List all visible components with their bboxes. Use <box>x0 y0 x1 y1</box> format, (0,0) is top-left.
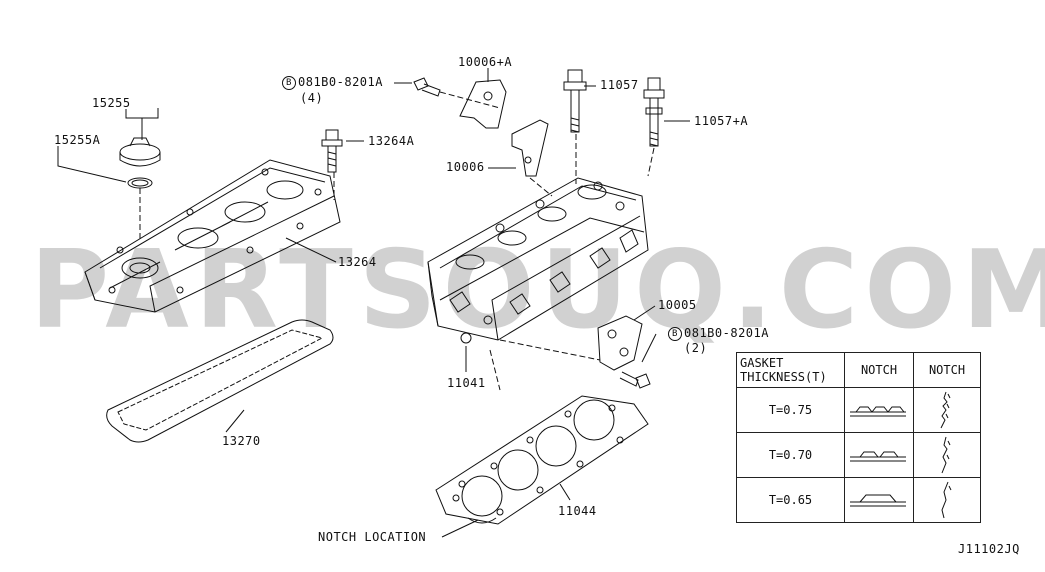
engine-bracket <box>597 315 643 371</box>
bolt-qty-top: (4) <box>300 91 324 105</box>
leader-lines <box>57 68 690 538</box>
notch-profile-1-icon <box>850 494 906 507</box>
head-gasket <box>435 395 649 525</box>
notch-side-2-icon <box>941 436 951 474</box>
notch-profile-cell <box>844 477 914 523</box>
lifting-bracket-rear <box>459 79 507 129</box>
cover-stud <box>321 129 343 173</box>
header-notch-1: NOTCH <box>844 352 914 388</box>
table-row: T=0.70 <box>736 432 981 478</box>
notch-profile-cell <box>844 387 914 433</box>
oil-filler-cap <box>119 137 161 189</box>
gasket-thickness-table: GASKET THICKNESS(T) NOTCH NOTCH T=0.75 <box>736 352 981 523</box>
notch-location-label: NOTCH LOCATION <box>318 530 427 544</box>
table-header-row: GASKET THICKNESS(T) NOTCH NOTCH <box>736 352 981 388</box>
header-thickness: GASKET THICKNESS(T) <box>736 352 845 388</box>
part-label-11057[interactable]: 11057 <box>600 78 639 92</box>
notch-side-cell <box>913 387 981 433</box>
cylinder-head <box>427 177 649 344</box>
bracket-bolt-lower <box>619 371 651 389</box>
bolt-qty-right: (2) <box>684 341 708 355</box>
head-bolt-long <box>643 77 665 147</box>
notch-side-cell <box>913 477 981 523</box>
head-bolt <box>563 69 587 133</box>
bolt-number: 081B0-8201A <box>684 326 769 340</box>
lifting-bracket <box>511 119 549 177</box>
part-label-11057a[interactable]: 11057+A <box>694 114 749 128</box>
table-row: T=0.75 <box>736 387 981 433</box>
thickness-cell: T=0.65 <box>736 477 845 523</box>
part-label-13264a[interactable]: 13264A <box>368 134 415 148</box>
b-symbol-icon: B <box>668 327 682 341</box>
header-line-1: GASKET <box>740 356 784 370</box>
rocker-cover <box>84 159 341 313</box>
notch-side-3-icon <box>940 391 951 429</box>
thickness-cell: T=0.75 <box>736 387 845 433</box>
part-label-13270[interactable]: 13270 <box>222 434 261 448</box>
part-label-10005[interactable]: 10005 <box>658 298 697 312</box>
part-label-11044[interactable]: 11044 <box>558 504 597 518</box>
part-label-10006[interactable]: 10006 <box>446 160 485 174</box>
header-line-2: THICKNESS(T) <box>740 370 827 384</box>
part-label-15255[interactable]: 15255 <box>92 96 131 110</box>
notch-side-1-icon <box>941 481 952 519</box>
part-label-13264[interactable]: 13264 <box>338 255 377 269</box>
notch-profile-2-icon <box>850 451 906 462</box>
notch-side-cell <box>913 432 981 478</box>
part-label-10006a[interactable]: 10006+A <box>458 55 513 69</box>
table-row: T=0.65 <box>736 477 981 523</box>
b-symbol-icon: B <box>282 76 296 90</box>
notch-profile-3-icon <box>850 406 906 417</box>
header-notch-2: NOTCH <box>913 352 981 388</box>
part-label-15255a[interactable]: 15255A <box>54 133 101 147</box>
diagram-code: J11102JQ <box>958 542 1020 556</box>
bracket-bolt <box>413 77 441 97</box>
part-label-11041[interactable]: 11041 <box>447 376 486 390</box>
rocker-cover-gasket <box>106 319 334 443</box>
thickness-cell: T=0.70 <box>736 432 845 478</box>
notch-profile-cell <box>844 432 914 478</box>
bolt-number: 081B0-8201A <box>298 75 383 89</box>
